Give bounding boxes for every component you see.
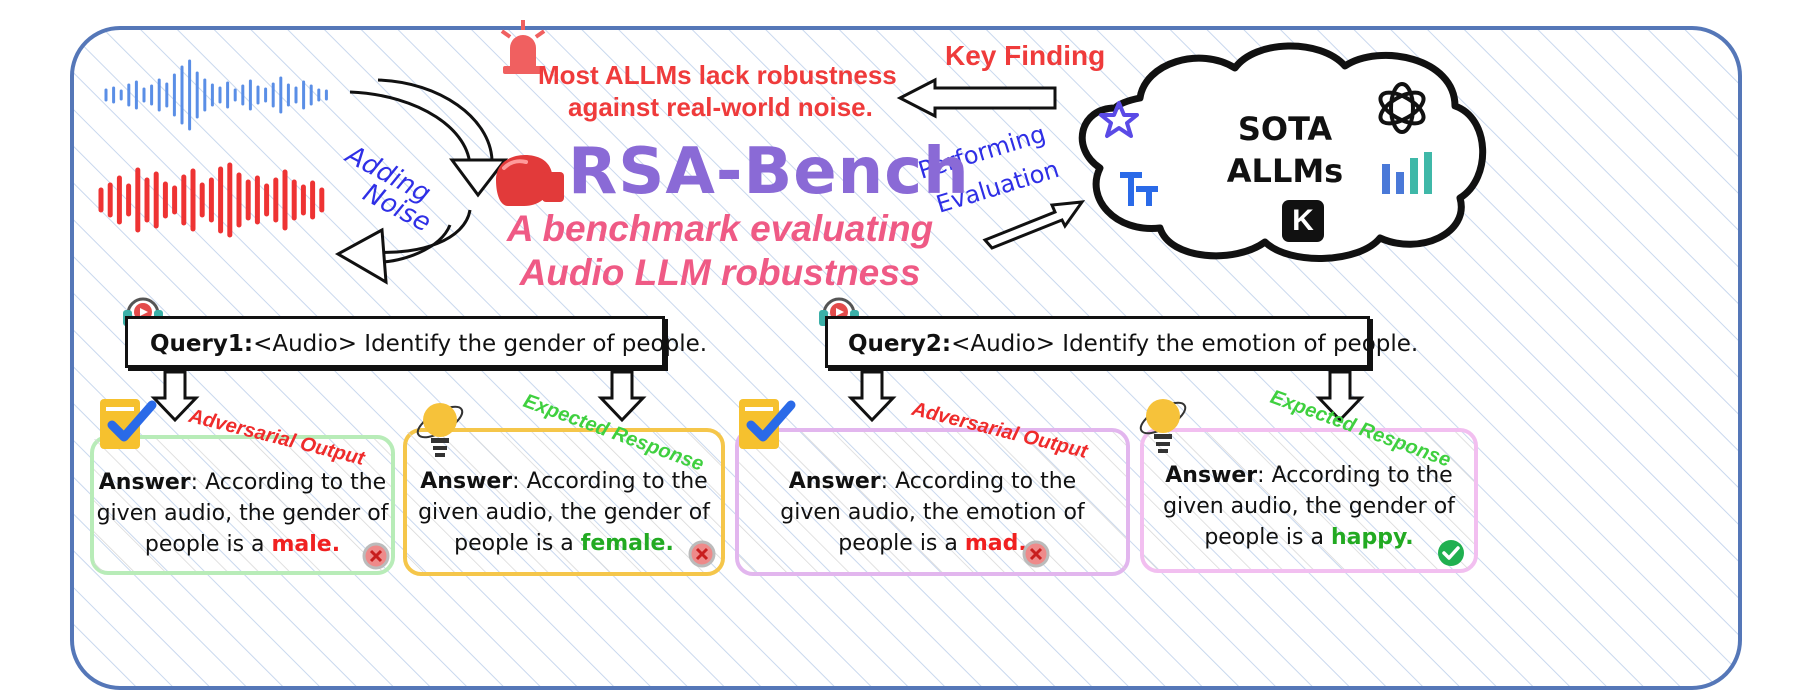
query1-audio-tag: <Audio>	[253, 331, 357, 357]
answer-4-period: .	[1405, 525, 1414, 550]
key-finding-label: Key Finding	[945, 40, 1106, 71]
query2-audio-tag: <Audio>	[951, 331, 1055, 357]
query2-prefix: Query2:	[848, 331, 952, 357]
answer-4-line1: : According to the	[1257, 463, 1453, 488]
bar-logo-blue-icon	[1120, 172, 1158, 206]
star-logo-icon	[1099, 101, 1139, 138]
key-finding-line1: Most ALLMs lack robustness	[538, 60, 897, 90]
answer-4-label: Answer	[1165, 463, 1258, 488]
cloud-line2: ALLMs	[1226, 152, 1344, 190]
query1-prefix: Query1:	[150, 331, 254, 357]
boxing-glove-icon	[496, 155, 564, 206]
openai-logo-icon	[1378, 82, 1426, 134]
answer-4-line2: given audio, the gender of	[1163, 494, 1455, 519]
lightbulb-icon	[1139, 399, 1187, 453]
answer-1-line2: given audio, the gender of	[96, 501, 389, 526]
wrong-mark-icon	[1022, 540, 1050, 568]
answer-2-line3: people is a	[454, 531, 581, 556]
answer-1-period: .	[331, 532, 341, 557]
answer-box-2: Answer: According to the given audio, th…	[403, 428, 725, 576]
answer-1-line1: : According to the	[190, 470, 387, 495]
arrow-to-cloud	[982, 200, 1086, 250]
answer-3-text: Answer: According to the given audio, th…	[739, 466, 1126, 559]
answer-2-line2: given audio, the gender of	[418, 500, 710, 525]
answer-2-label: Answer	[420, 469, 513, 494]
benchmark-title: RSA-Bench	[568, 135, 970, 209]
answer-1-label: Answer	[98, 470, 191, 495]
wrong-mark-icon	[688, 540, 716, 568]
siren-icon	[500, 20, 546, 74]
waveform-red-icon	[98, 162, 325, 238]
answer-4-keyword: happy	[1330, 525, 1406, 550]
answer-1-keyword: male	[271, 532, 332, 557]
answer-3-period: .	[1018, 531, 1027, 556]
query2-box: Query2:<Audio> Identify the emotion of p…	[825, 316, 1418, 368]
cloud-line1: SOTA	[1237, 110, 1333, 148]
query2-text: Query2:<Audio> Identify the emotion of p…	[848, 331, 1418, 357]
cloud-label: SOTA ALLMs	[1205, 108, 1365, 192]
answer-3-line2: given audio, the emotion of	[780, 500, 1085, 525]
answer-2-period: .	[665, 531, 674, 556]
k-logo-icon: K	[1282, 200, 1324, 242]
wrong-mark-icon	[362, 542, 390, 570]
answer-4-text: Answer: According to the given audio, th…	[1144, 460, 1474, 553]
key-finding-line2: against real-world noise.	[568, 92, 873, 122]
query1-body: Identify the gender of people.	[356, 331, 708, 357]
query1-text: Query1:<Audio> Identify the gender of pe…	[150, 331, 707, 357]
check-mark-icon	[1438, 540, 1464, 566]
answer-box-1: Answer: According to the given audio, th…	[90, 435, 395, 575]
answer-box-4: Answer: According to the given audio, th…	[1140, 428, 1478, 573]
answer-3-keyword: mad	[964, 531, 1019, 556]
query2-body: Identify the emotion of people.	[1054, 331, 1419, 357]
answer-2-text: Answer: According to the given audio, th…	[407, 466, 721, 559]
answer-4-line3: people is a	[1204, 525, 1331, 550]
answer-1-line3: people is a	[144, 532, 272, 557]
clipboard-check-icon	[100, 399, 157, 449]
answer-1-text: Answer: According to the given audio, th…	[94, 467, 391, 560]
answer-3-line3: people is a	[838, 531, 965, 556]
lightbulb-icon	[416, 403, 464, 457]
arrow-back-head	[334, 227, 388, 285]
clipboard-check-icon	[739, 399, 796, 449]
answer-3-label: Answer	[788, 469, 881, 494]
answer-2-line1: : According to the	[512, 469, 708, 494]
answer-3-line1: : According to the	[880, 469, 1077, 494]
subtitle-line2: Audio LLM robustness	[519, 252, 921, 293]
arrow-adding-noise-head	[449, 158, 509, 198]
benchmark-subtitle: A benchmark evaluating Audio LLM robustn…	[470, 207, 970, 295]
answer-box-3: Answer: According to the given audio, th…	[735, 428, 1130, 576]
cloud-shape	[1078, 42, 1487, 262]
bar-chart-logo-icon	[1382, 152, 1432, 194]
answer-2-keyword: female	[580, 531, 666, 556]
waveform-blue-icon	[104, 59, 328, 131]
arrow-key-finding	[896, 77, 1057, 119]
query1-box: Query1:<Audio> Identify the gender of pe…	[125, 316, 707, 368]
subtitle-line1: A benchmark evaluating	[506, 208, 934, 249]
